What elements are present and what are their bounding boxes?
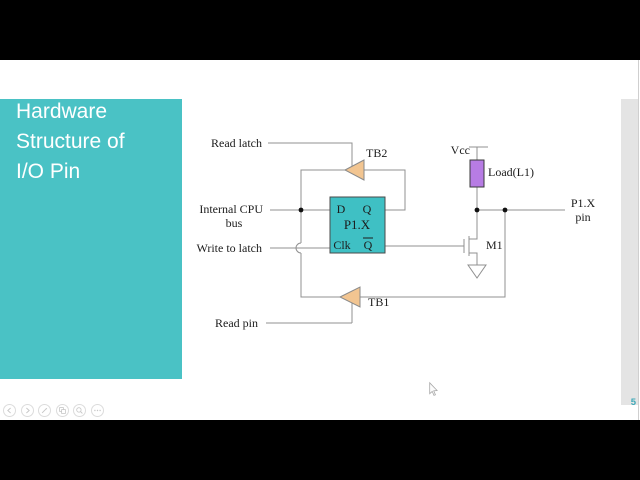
slide-title-line2: Structure of	[16, 130, 125, 153]
tb2-label: TB2	[366, 146, 387, 160]
title-panel	[0, 99, 182, 379]
ground-symbol	[467, 264, 487, 279]
pin-label-line2: pin	[575, 210, 590, 224]
latch-q-bar-label: Q	[364, 238, 373, 252]
tb1-label: TB1	[368, 295, 389, 309]
write-to-latch-label: Write to latch	[197, 241, 263, 255]
read-latch-label: Read latch	[211, 136, 262, 150]
internal-cpu-bus-label-line2: bus	[226, 216, 243, 230]
previous-slide-button[interactable]	[3, 404, 16, 417]
m1-label: M1	[486, 238, 503, 252]
vcc-label: Vcc	[451, 143, 470, 157]
mouse-cursor	[429, 381, 438, 396]
junction-dot	[474, 207, 480, 213]
slide-number: 5	[630, 397, 636, 408]
see-all-slides-button[interactable]	[55, 404, 69, 417]
magnifier-icon	[76, 407, 83, 414]
circuit-wires	[266, 142, 565, 324]
tristate-buffer-tb1	[338, 286, 361, 308]
next-slide-icon	[25, 407, 30, 414]
zoom-slide-button[interactable]	[73, 404, 86, 417]
slide-title-line3: I/O Pin	[16, 160, 81, 183]
latch-name-label: P1.X	[344, 217, 371, 232]
see-all-slides-icon	[58, 407, 66, 414]
load-resistor	[469, 159, 485, 188]
junction-dot	[298, 207, 304, 213]
pin-label-line1: P1.X	[571, 196, 596, 210]
latch-q-label: Q	[363, 202, 372, 216]
letterbox-top	[0, 0, 640, 60]
next-slide-button[interactable]	[20, 404, 34, 417]
pen-icon	[41, 407, 48, 414]
slide-title-line1: Hardware	[16, 100, 108, 123]
latch-box	[329, 196, 386, 254]
more-options-button[interactable]	[90, 404, 104, 417]
slide-title: Hardware Structure of I/O Pin	[16, 97, 176, 187]
previous-slide-icon	[7, 407, 11, 414]
tristate-buffer-tb2	[343, 159, 365, 181]
ellipsis-icon	[93, 409, 101, 412]
letterbox-bottom	[0, 420, 640, 480]
load-label: Load(L1)	[488, 165, 534, 179]
slide-edge-strip	[621, 99, 638, 405]
latch-clk-label: Clk	[333, 238, 350, 252]
internal-cpu-bus-label-line1: Internal CPU	[199, 202, 263, 216]
pen-tools-button[interactable]	[38, 404, 51, 417]
read-pin-label: Read pin	[215, 316, 258, 330]
window-edge-line	[638, 60, 639, 420]
latch-d-label: D	[337, 202, 346, 216]
junction-dot	[502, 207, 508, 213]
